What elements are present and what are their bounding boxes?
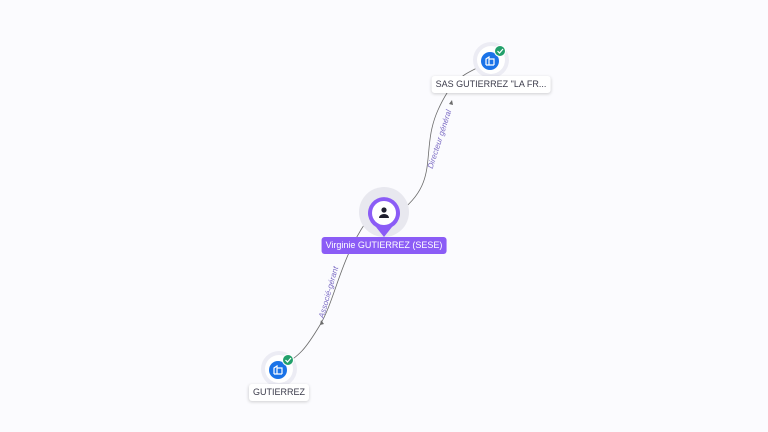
- company-node-1[interactable]: [473, 42, 509, 78]
- building-icon: [269, 361, 287, 379]
- building-icon: [481, 52, 499, 70]
- user-icon: [379, 207, 389, 218]
- verified-check-icon: [494, 45, 506, 57]
- edge-label-associe: Associé-gérant: [317, 265, 341, 320]
- company-node-label[interactable]: GUTIERREZ: [248, 384, 310, 401]
- company-node-label[interactable]: SAS GUTIERREZ "LA FR...: [431, 76, 551, 93]
- verified-check-icon: [282, 354, 294, 366]
- person-node-label[interactable]: Virginie GUTIERREZ (SESE): [321, 237, 447, 254]
- arrow-icon: [449, 100, 453, 105]
- person-node[interactable]: [359, 187, 409, 237]
- edge-line-directeur: [401, 59, 491, 211]
- arrow-icon: [320, 320, 324, 325]
- company-node-2[interactable]: [261, 351, 297, 387]
